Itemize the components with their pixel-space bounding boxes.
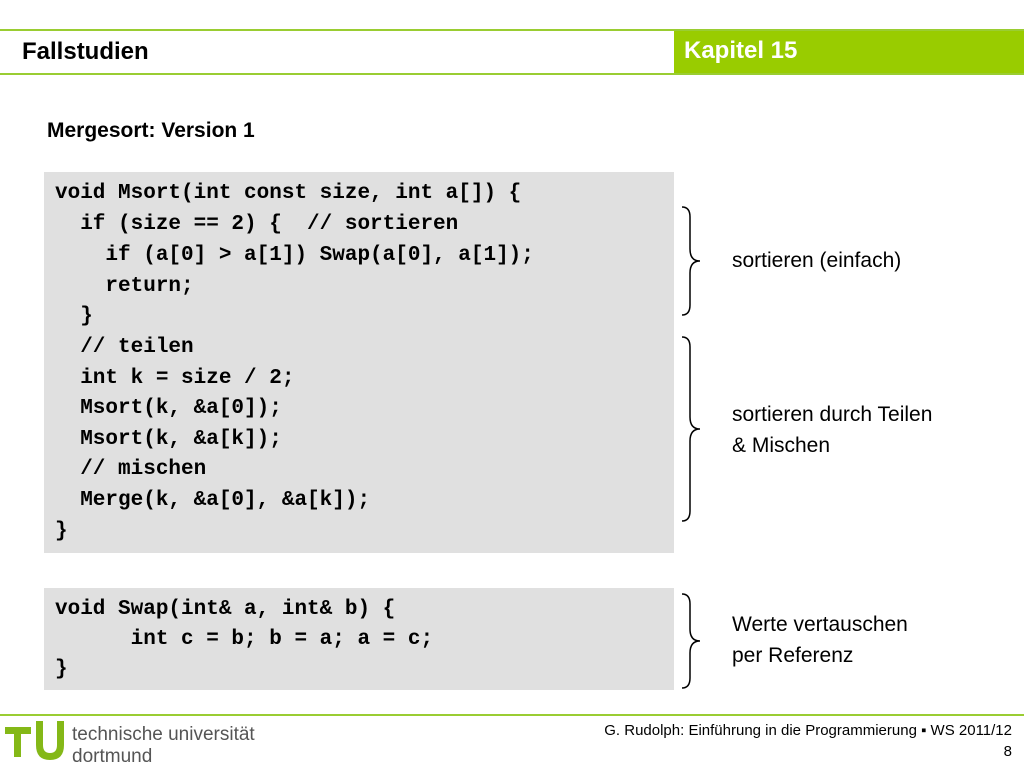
code-line: if (a[0] > a[1]) Swap(a[0], a[1]);: [55, 244, 534, 267]
code-line: void Swap(int& a, int& b) {: [55, 598, 396, 621]
tu-logo-icon: [5, 721, 64, 760]
university-city: dortmund: [72, 746, 153, 767]
code-line: }: [55, 305, 93, 328]
code-line: Msort(k, &a[k]);: [55, 428, 282, 451]
university-name: technische universität: [72, 724, 255, 745]
chapter-label: Kapitel 15: [684, 37, 798, 64]
code-line: // teilen: [55, 336, 194, 359]
slide-title: Fallstudien: [22, 38, 149, 65]
code-line: }: [55, 520, 68, 543]
annotation-divide-merge: & Mischen: [732, 434, 831, 457]
msort-code-block: void Msort(int const size, int a[]) { if…: [44, 172, 674, 553]
page-number: 8: [1003, 743, 1012, 760]
swap-code-block: void Swap(int& a, int& b) { int c = b; b…: [44, 588, 674, 690]
code-line: }: [55, 658, 68, 681]
code-line: int k = size / 2;: [55, 367, 295, 390]
annotation-divide-merge: sortieren durch Teilen: [732, 403, 933, 426]
header-top-line: [0, 29, 1024, 31]
code-line: Msort(k, &a[0]);: [55, 397, 282, 420]
code-line: void Msort(int const size, int a[]) {: [55, 182, 522, 205]
curly-brace-icon: [681, 336, 701, 522]
header-bottom-line: [0, 73, 1024, 75]
code-line: if (size == 2) { // sortieren: [55, 213, 459, 236]
lecture-info: G. Rudolph: Einführung in die Programmie…: [604, 722, 1012, 739]
code-line: Merge(k, &a[0], &a[k]);: [55, 489, 371, 512]
code-line: return;: [55, 275, 194, 298]
annotation-swap: Werte vertauschen: [732, 613, 908, 636]
code-line: // mischen: [55, 458, 207, 481]
section-heading: Mergesort: Version 1: [47, 119, 255, 142]
chapter-box: Kapitel 15: [674, 31, 1024, 73]
annotation-swap: per Referenz: [732, 644, 854, 667]
code-line: int c = b; b = a; a = c;: [55, 628, 434, 651]
annotation-simple-sort: sortieren (einfach): [732, 249, 902, 272]
curly-brace-icon: [681, 206, 701, 316]
curly-brace-icon: [681, 593, 701, 689]
footer-line: [0, 714, 1024, 716]
